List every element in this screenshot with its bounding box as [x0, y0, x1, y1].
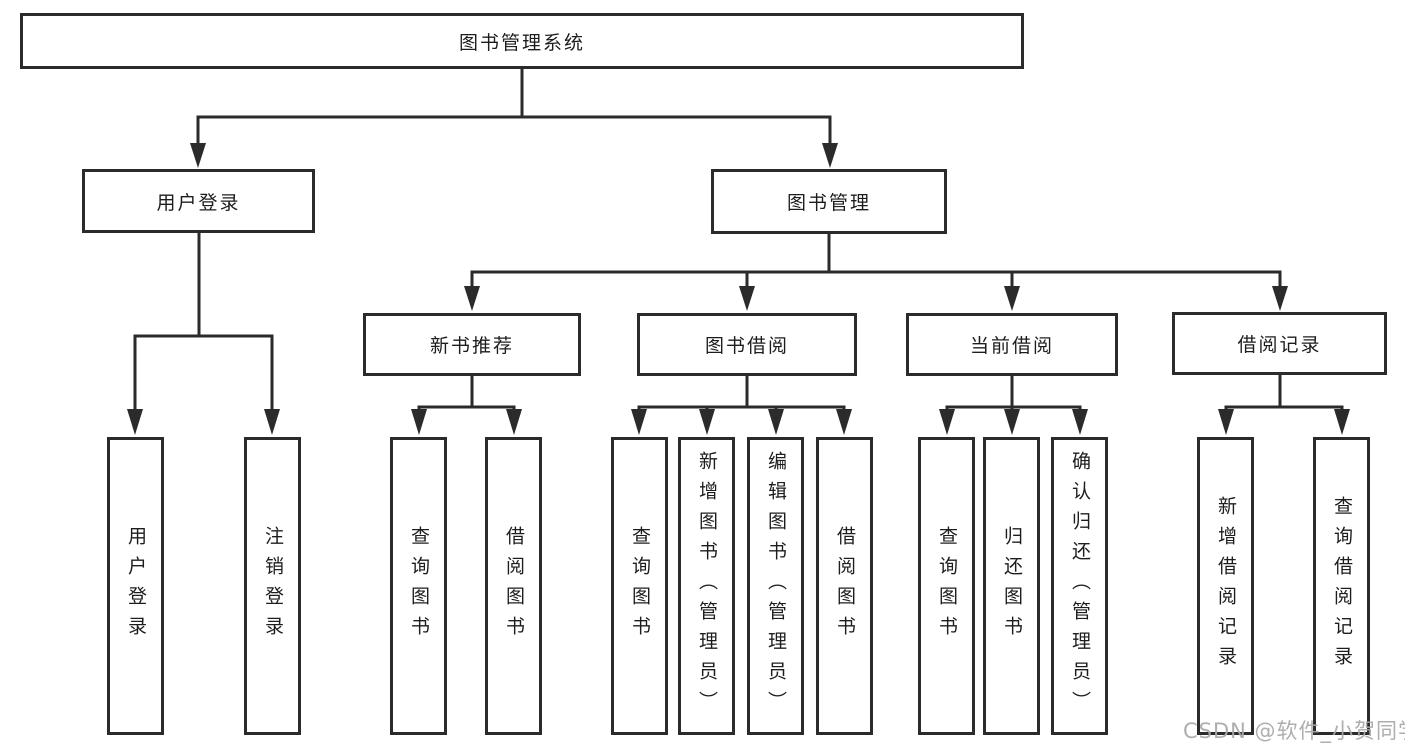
node-borrow-records: 借阅记录: [1172, 312, 1387, 375]
leaf-borrow-books-recommend: 借阅图书: [485, 437, 542, 735]
leaf-borrow-books-label: 借阅图书: [834, 526, 856, 646]
leaf-edit-books-admin: 编辑图书（管理员）: [747, 437, 804, 735]
leaf-query-books-borrowing: 查询图书: [611, 437, 668, 735]
leaf-edit-books-admin-label: 编辑图书（管理员）: [765, 451, 787, 721]
leaf-query-books-recommend-label: 查询图书: [408, 526, 430, 646]
leaf-borrow-books-recommend-label: 借阅图书: [503, 526, 525, 646]
leaf-logout: 注销登录: [244, 437, 301, 735]
node-new-book-recommend: 新书推荐: [363, 313, 581, 376]
leaf-query-books-borrowing-label: 查询图书: [629, 526, 651, 646]
leaf-query-books-recommend: 查询图书: [390, 437, 447, 735]
leaf-query-books-current: 查询图书: [918, 437, 975, 735]
leaf-add-books-admin-label: 新增图书（管理员）: [696, 451, 718, 721]
node-current-borrowing: 当前借阅: [906, 313, 1118, 376]
leaf-add-borrow-record-label: 新增借阅记录: [1215, 496, 1237, 676]
leaf-confirm-return-admin: 确认归还（管理员）: [1051, 437, 1108, 735]
node-book-borrowing: 图书借阅: [637, 313, 857, 376]
csdn-watermark: CSDN @软件_小贺同学: [1183, 719, 1405, 743]
leaf-return-books-label: 归还图书: [1001, 526, 1023, 646]
leaf-add-borrow-record: 新增借阅记录: [1197, 437, 1254, 735]
leaf-query-borrow-record: 查询借阅记录: [1313, 437, 1370, 735]
leaf-query-books-current-label: 查询图书: [936, 526, 958, 646]
node-library-management-system: 图书管理系统: [20, 13, 1024, 69]
node-user-login: 用户登录: [82, 169, 315, 233]
leaf-query-borrow-record-label: 查询借阅记录: [1331, 496, 1353, 676]
leaf-confirm-return-admin-label: 确认归还（管理员）: [1069, 451, 1091, 721]
leaf-return-books: 归还图书: [983, 437, 1040, 735]
leaf-user-login: 用户登录: [107, 437, 164, 735]
leaf-borrow-books: 借阅图书: [816, 437, 873, 735]
leaf-logout-label: 注销登录: [262, 526, 284, 646]
node-book-management: 图书管理: [711, 169, 947, 234]
leaf-user-login-label: 用户登录: [125, 526, 147, 646]
leaf-add-books-admin: 新增图书（管理员）: [678, 437, 735, 735]
